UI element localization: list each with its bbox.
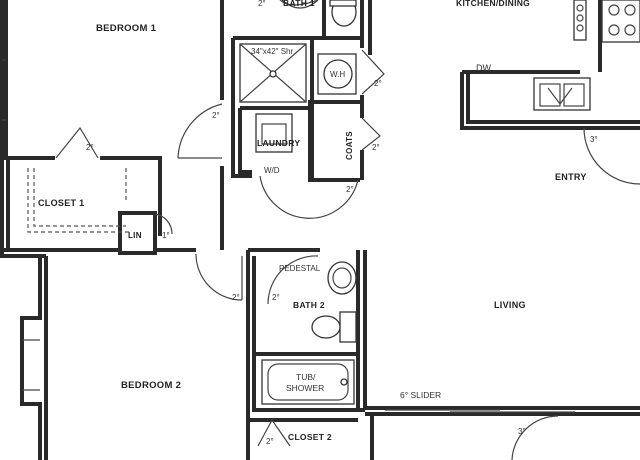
bath2-toilet [311,311,357,343]
bedroom2-label: BEDROOM 2 [121,380,181,391]
bath1-fixtures [281,0,357,27]
door-size-label: 1° [162,231,170,240]
door-size-label: 2° [272,293,280,302]
door-size-label: 2° [212,111,220,120]
range [573,0,640,43]
door-size-labels: 2° 2° 2° 2° 2° 2° 1° 2° 2° 3° 3° 2° [86,0,598,446]
wd-label: W/D [264,166,280,175]
bath1-label: BATH 1 [283,0,315,8]
tub-label: TUB/ [296,372,316,382]
kitchen-label: KITCHEN/DINING [456,0,530,8]
dishwasher-label: DW [476,63,491,73]
water-heater [317,53,357,95]
door-size-label: 3° [590,135,598,144]
door-size-label: 2° [374,79,382,88]
bath2-label: BATH 2 [293,300,325,310]
shower-label: 34"x42" Shr [251,47,293,56]
door-size-label: 2° [232,293,240,302]
door-size-label: 2° [258,0,266,8]
door-size-label: 2° [346,185,354,194]
shower-stall [239,43,307,103]
closet2-label: CLOSET 2 [288,432,332,442]
laundry-label: LAUNDRY [257,138,300,148]
closet1-label: CLOSET 1 [38,198,84,208]
bathtub [261,359,355,405]
slider-label: 6° SLIDER [400,390,441,400]
door-size-label: 2° [372,143,380,152]
door-size-label: 2° [86,143,94,152]
slider-door [385,409,575,413]
window-left [2,59,40,391]
door-swings [55,0,640,460]
coats-label: COATS [345,131,354,160]
washer-dryer [255,113,293,153]
linen-label: LIN [128,231,142,240]
shower2-label: SHOWER [286,383,324,393]
living-label: LIVING [494,300,526,310]
entry-label: ENTRY [555,172,587,182]
kitchen-sink [533,77,591,111]
pedestal-label: PEDESTAL [279,264,321,273]
closet1-shelving [27,168,132,233]
water-heater-label: W.H [330,70,345,79]
bedroom1-label: BEDROOM 1 [96,23,157,34]
bath2-sink [327,261,357,295]
door-size-label: 3° [518,427,526,436]
door-size-label: 2° [266,437,274,446]
